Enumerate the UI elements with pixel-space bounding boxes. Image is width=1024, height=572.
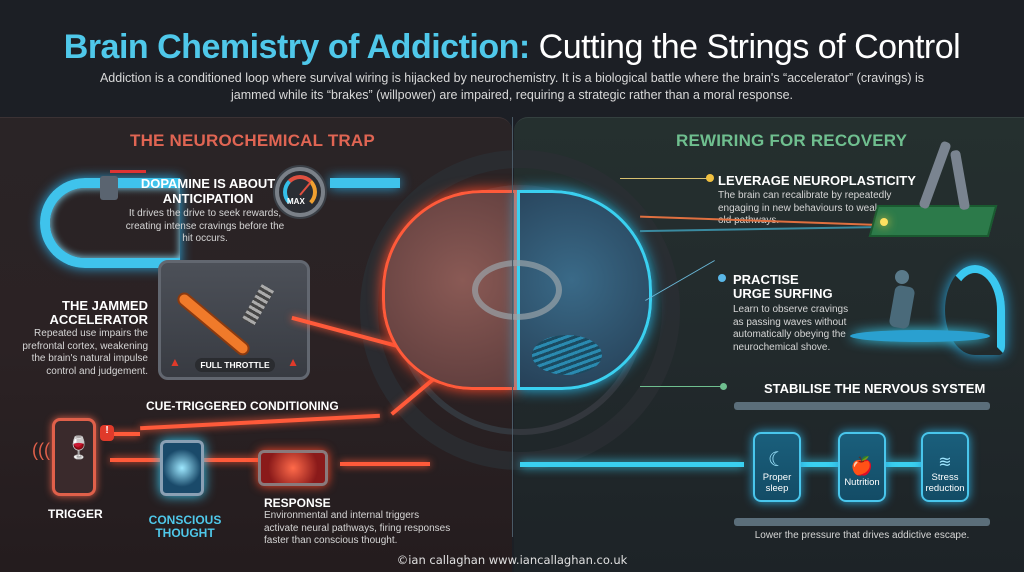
page-title: Brain Chemistry of Addiction: Cutting th… bbox=[0, 28, 1024, 67]
cerebellum bbox=[532, 335, 602, 375]
pipe-valve-icon bbox=[100, 176, 118, 200]
connector-dot bbox=[720, 383, 727, 390]
connector-dot bbox=[718, 274, 726, 282]
brain-illustration bbox=[382, 190, 652, 400]
recovery-pipe bbox=[520, 462, 744, 467]
alert-icon: ! bbox=[100, 425, 114, 441]
dopamine-heading: DOPAMINE IS ABOUT ANTICIPATION bbox=[140, 176, 276, 206]
bottom-beam bbox=[734, 518, 990, 526]
recovery-section-title: REWIRING FOR RECOVERY bbox=[676, 131, 908, 150]
phone-trigger-icon: 🍷 bbox=[52, 418, 96, 496]
accelerator-body: Repeated use impairs the prefrontal cort… bbox=[22, 328, 148, 377]
wine-glass-icon: 🍷 bbox=[65, 435, 93, 460]
nervous-caption: Lower the pressure that drives addictive… bbox=[754, 530, 970, 541]
accelerator-heading-line1: THE JAMMED bbox=[62, 298, 148, 313]
spring-icon bbox=[241, 284, 275, 326]
solder-spark bbox=[880, 218, 888, 226]
limbic-system bbox=[472, 260, 562, 320]
pillar-stress-reduction: ≋ Stress reduction bbox=[921, 432, 969, 502]
throttle-lever-icon bbox=[174, 289, 253, 359]
conscious-thought-icon bbox=[160, 440, 204, 496]
pillar-label: Proper bbox=[762, 472, 792, 483]
urge-body: Learn to observe cravings as passing wav… bbox=[733, 304, 849, 353]
page-subtitle: Addiction is a conditioned loop where su… bbox=[99, 71, 925, 102]
pillar-label: reduction bbox=[925, 483, 965, 494]
title-rest: Cutting the Strings of Control bbox=[529, 28, 961, 66]
nervous-heading: STABILISE THE NERVOUS SYSTEM bbox=[764, 381, 986, 396]
water-drop-icon: ≋ bbox=[938, 454, 952, 471]
trigger-label: TRIGGER bbox=[48, 507, 103, 521]
apple-bottle-icon: 🍎 bbox=[850, 456, 874, 476]
title-highlight: Brain Chemistry of Addiction: bbox=[63, 28, 530, 66]
valve-handle-icon bbox=[110, 170, 146, 173]
response-pathway bbox=[340, 462, 430, 466]
full-throttle-badge: FULL THROTTLE bbox=[195, 358, 275, 372]
accelerator-heading-line2: ACCELERATOR bbox=[49, 312, 148, 327]
pillar-proper-sleep: ☾ Proper sleep bbox=[753, 432, 801, 502]
warning-icon: ▲ bbox=[287, 355, 299, 369]
urge-heading-line1: PRACTISE bbox=[733, 272, 799, 287]
urge-heading-line2: URGE SURFING bbox=[733, 286, 833, 301]
top-beam bbox=[734, 402, 990, 410]
response-body: Environmental and internal triggers acti… bbox=[264, 510, 451, 546]
connector-dot bbox=[706, 174, 714, 182]
surfboard-icon bbox=[850, 330, 990, 342]
thought-label-line1: CONSCIOUS bbox=[148, 513, 222, 527]
nervous-connector bbox=[640, 386, 724, 387]
neuroplasticity-connector bbox=[620, 178, 710, 179]
pillar-link bbox=[884, 462, 924, 467]
warning-icon: ▲ bbox=[169, 355, 181, 369]
surfer-head-icon bbox=[895, 270, 909, 284]
neuroplasticity-heading: LEVERAGE NEUROPLASTICITY bbox=[718, 173, 916, 188]
moon-icon: ☾ bbox=[768, 449, 786, 471]
dopamine-body: It drives the drive to seek rewards, cre… bbox=[125, 208, 285, 244]
wave-icon bbox=[945, 265, 1005, 355]
conditioning-heading: CUE-TRIGGERED CONDITIONING bbox=[146, 399, 339, 413]
response-device-icon bbox=[258, 450, 328, 486]
upper-pathway-start bbox=[110, 432, 140, 436]
trap-section-title: THE NEUROCHEMICAL TRAP bbox=[130, 131, 375, 150]
pillar-label: Stress bbox=[931, 472, 959, 483]
accelerator-device: ▲ ▲ FULL THROTTLE bbox=[158, 260, 310, 380]
pillar-nutrition: 🍎 Nutrition bbox=[838, 432, 886, 502]
signal-waves-icon: ((( bbox=[32, 440, 50, 460]
footer-credit: ©ian callaghan www.iancallaghan.co.uk bbox=[396, 553, 628, 567]
pillar-label: sleep bbox=[765, 483, 789, 494]
response-heading: RESPONSE bbox=[264, 496, 331, 510]
gauge-label: MAX bbox=[287, 197, 305, 206]
thought-label-line2: THOUGHT bbox=[155, 526, 215, 540]
gauge-icon: MAX bbox=[275, 167, 325, 217]
pipe-to-brain bbox=[330, 178, 400, 188]
pillar-link bbox=[800, 462, 840, 467]
divider bbox=[512, 117, 513, 537]
pillar-label: Nutrition bbox=[844, 477, 880, 488]
